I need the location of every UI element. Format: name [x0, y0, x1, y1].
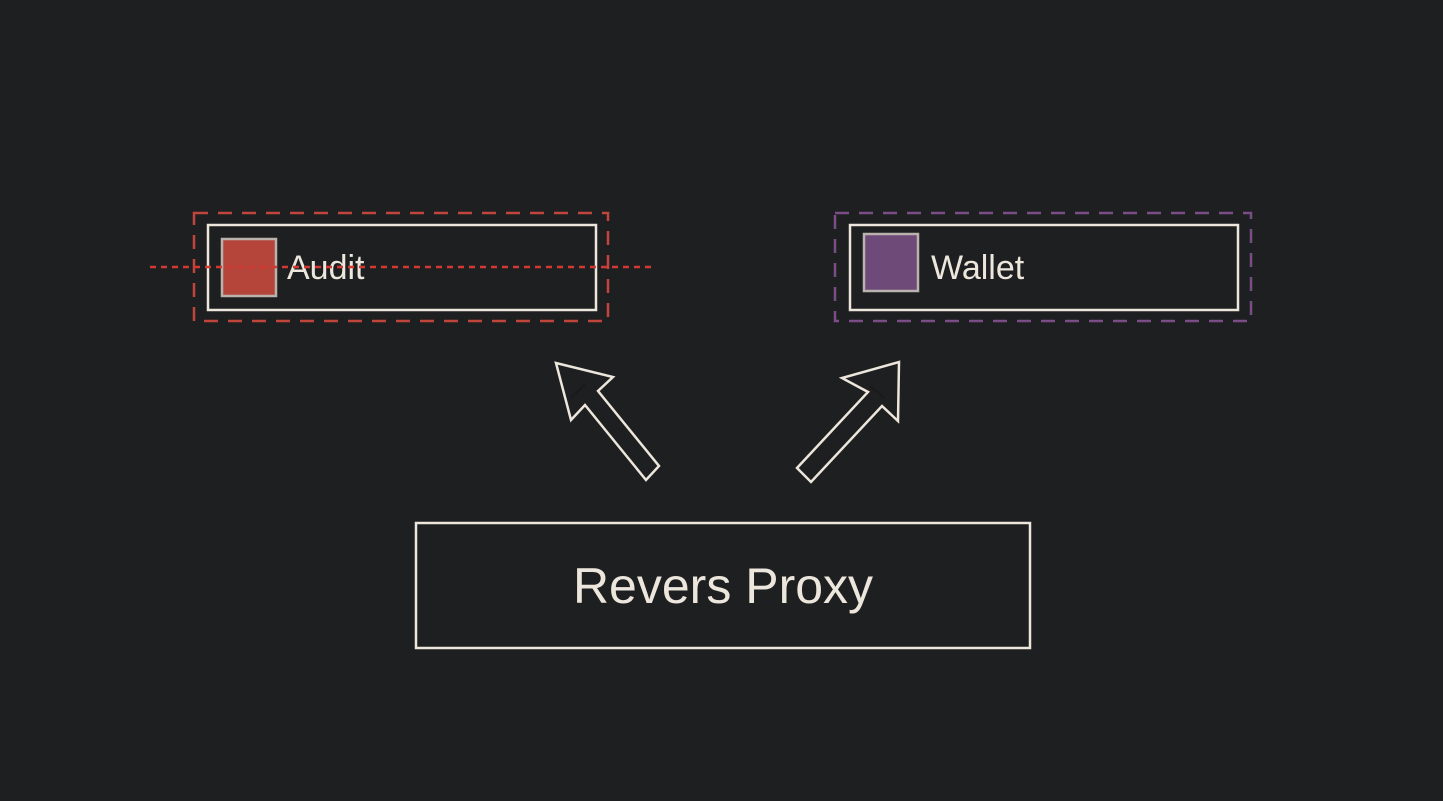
reverse-proxy-box [414, 521, 1032, 650]
wallet-box [848, 223, 1240, 312]
audit-service-node [192, 211, 610, 323]
arrow-to-audit-icon [554, 361, 661, 482]
wallet-label: Wallet [931, 249, 1025, 287]
audit-label: Audit [287, 249, 365, 287]
wallet-dashed-border [833, 211, 1253, 323]
wallet-color-swatch [862, 232, 920, 293]
arrow-to-wallet-notch [869, 385, 885, 399]
reverse-proxy-label: Revers Proxy [572, 558, 874, 614]
wallet-service-node [833, 211, 1253, 323]
arrow-to-audit-notch [570, 383, 586, 399]
arrow-to-wallet-icon [795, 360, 901, 484]
audit-color-swatch [220, 237, 278, 298]
